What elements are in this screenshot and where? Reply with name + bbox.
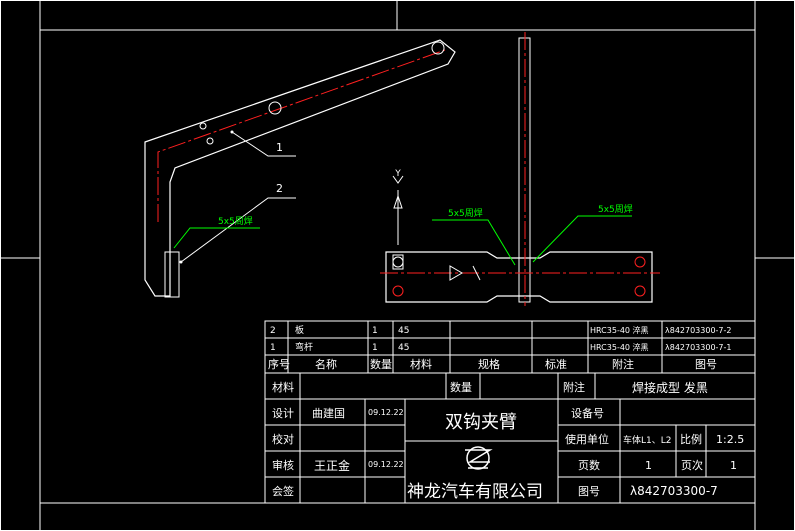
bom-row-2-drawing: λ842703300-7-2 <box>665 326 732 335</box>
bom-header-material: 材料 <box>410 357 432 371</box>
bom-row-2-note: HRC35-40 淬黑 <box>590 325 649 335</box>
bom-table: 2 板 1 45 HRC35-40 淬黑 λ842703300-7-2 1 弯杆… <box>268 324 732 371</box>
bom-header-qty: 数量 <box>370 358 392 371</box>
note-label: 附注 <box>563 380 585 394</box>
bom-header-name: 名称 <box>315 357 337 371</box>
pages-value: 1 <box>645 459 652 472</box>
scale-value: 1:2.5 <box>716 433 744 446</box>
side-view <box>380 32 660 306</box>
bom-row-1-drawing: λ842703300-7-1 <box>665 343 732 352</box>
sign-label: 会签 <box>272 484 294 498</box>
drawing-no-label: 图号 <box>578 485 600 498</box>
material-label: 材料 <box>272 380 294 394</box>
bom-row-1-material: 45 <box>398 343 409 353</box>
bom-row-1-note: HRC35-40 淬黑 <box>590 342 649 352</box>
callout-2-label: 2 <box>276 182 283 195</box>
title-block-text: 材料 数量 附注 焊接成型 发黑 设计 曲建国 09.12.22 校对 审核 王… <box>272 380 744 502</box>
page-label: 页次 <box>681 458 703 472</box>
check-label: 校对 <box>272 432 294 446</box>
weld-left-label: 5x5周焊 <box>218 215 253 227</box>
review-label: 审核 <box>272 458 294 472</box>
title-block-grid <box>264 320 756 504</box>
review-date: 09.12.22 <box>368 460 404 469</box>
quantity-label: 数量 <box>450 381 472 394</box>
bom-row-1-no: 1 <box>270 343 276 353</box>
bent-arm-part <box>144 39 456 298</box>
pages-label: 页数 <box>578 459 600 472</box>
callout-leaders <box>180 131 296 263</box>
weld-mid-label: 5x5周焊 <box>448 207 483 219</box>
designer-name: 曲建国 <box>312 406 345 420</box>
bom-row-1-qty: 1 <box>372 343 378 353</box>
callout-1-label: 1 <box>276 141 283 154</box>
unit-value: 车体L1、L2 <box>623 434 671 446</box>
bom-header-standard: 标准 <box>545 357 567 371</box>
design-label: 设计 <box>272 407 294 420</box>
bom-header-no: 序号 <box>268 357 290 371</box>
reviewer-name: 王正金 <box>314 458 350 473</box>
company-logo-icon <box>465 446 493 470</box>
arm-top-hole <box>431 41 445 55</box>
weld-left-leader <box>173 227 260 249</box>
axis-y-label: Y <box>394 169 401 179</box>
bom-row-2-name: 板 <box>295 324 304 336</box>
bom-header-drawing: 图号 <box>695 358 717 371</box>
drawing-no-value: λ842703300-7 <box>630 484 718 498</box>
page-value: 1 <box>730 459 737 472</box>
bom-header-spec: 规格 <box>478 357 500 371</box>
equipment-label: 设备号 <box>571 406 604 420</box>
weld-side-leaders <box>432 215 632 266</box>
arm-mid-hole <box>268 101 282 115</box>
part-title: 双钩夹臂 <box>445 412 517 433</box>
company-name: 神龙汽车有限公司 <box>407 482 543 502</box>
bom-row-2-qty: 1 <box>372 326 378 336</box>
weld-right-label: 5x5周焊 <box>598 203 633 215</box>
scale-label: 比例 <box>680 432 702 446</box>
design-date: 09.12.22 <box>368 408 404 417</box>
bom-row-2-material: 45 <box>398 326 409 336</box>
unit-label: 使用单位 <box>565 432 609 446</box>
note-value: 焊接成型 发黑 <box>632 380 708 395</box>
bom-row-1-name: 弯杆 <box>295 341 313 353</box>
bom-header-note: 附注 <box>612 357 634 371</box>
bom-row-2-no: 2 <box>270 326 276 336</box>
plate-part <box>164 251 180 298</box>
